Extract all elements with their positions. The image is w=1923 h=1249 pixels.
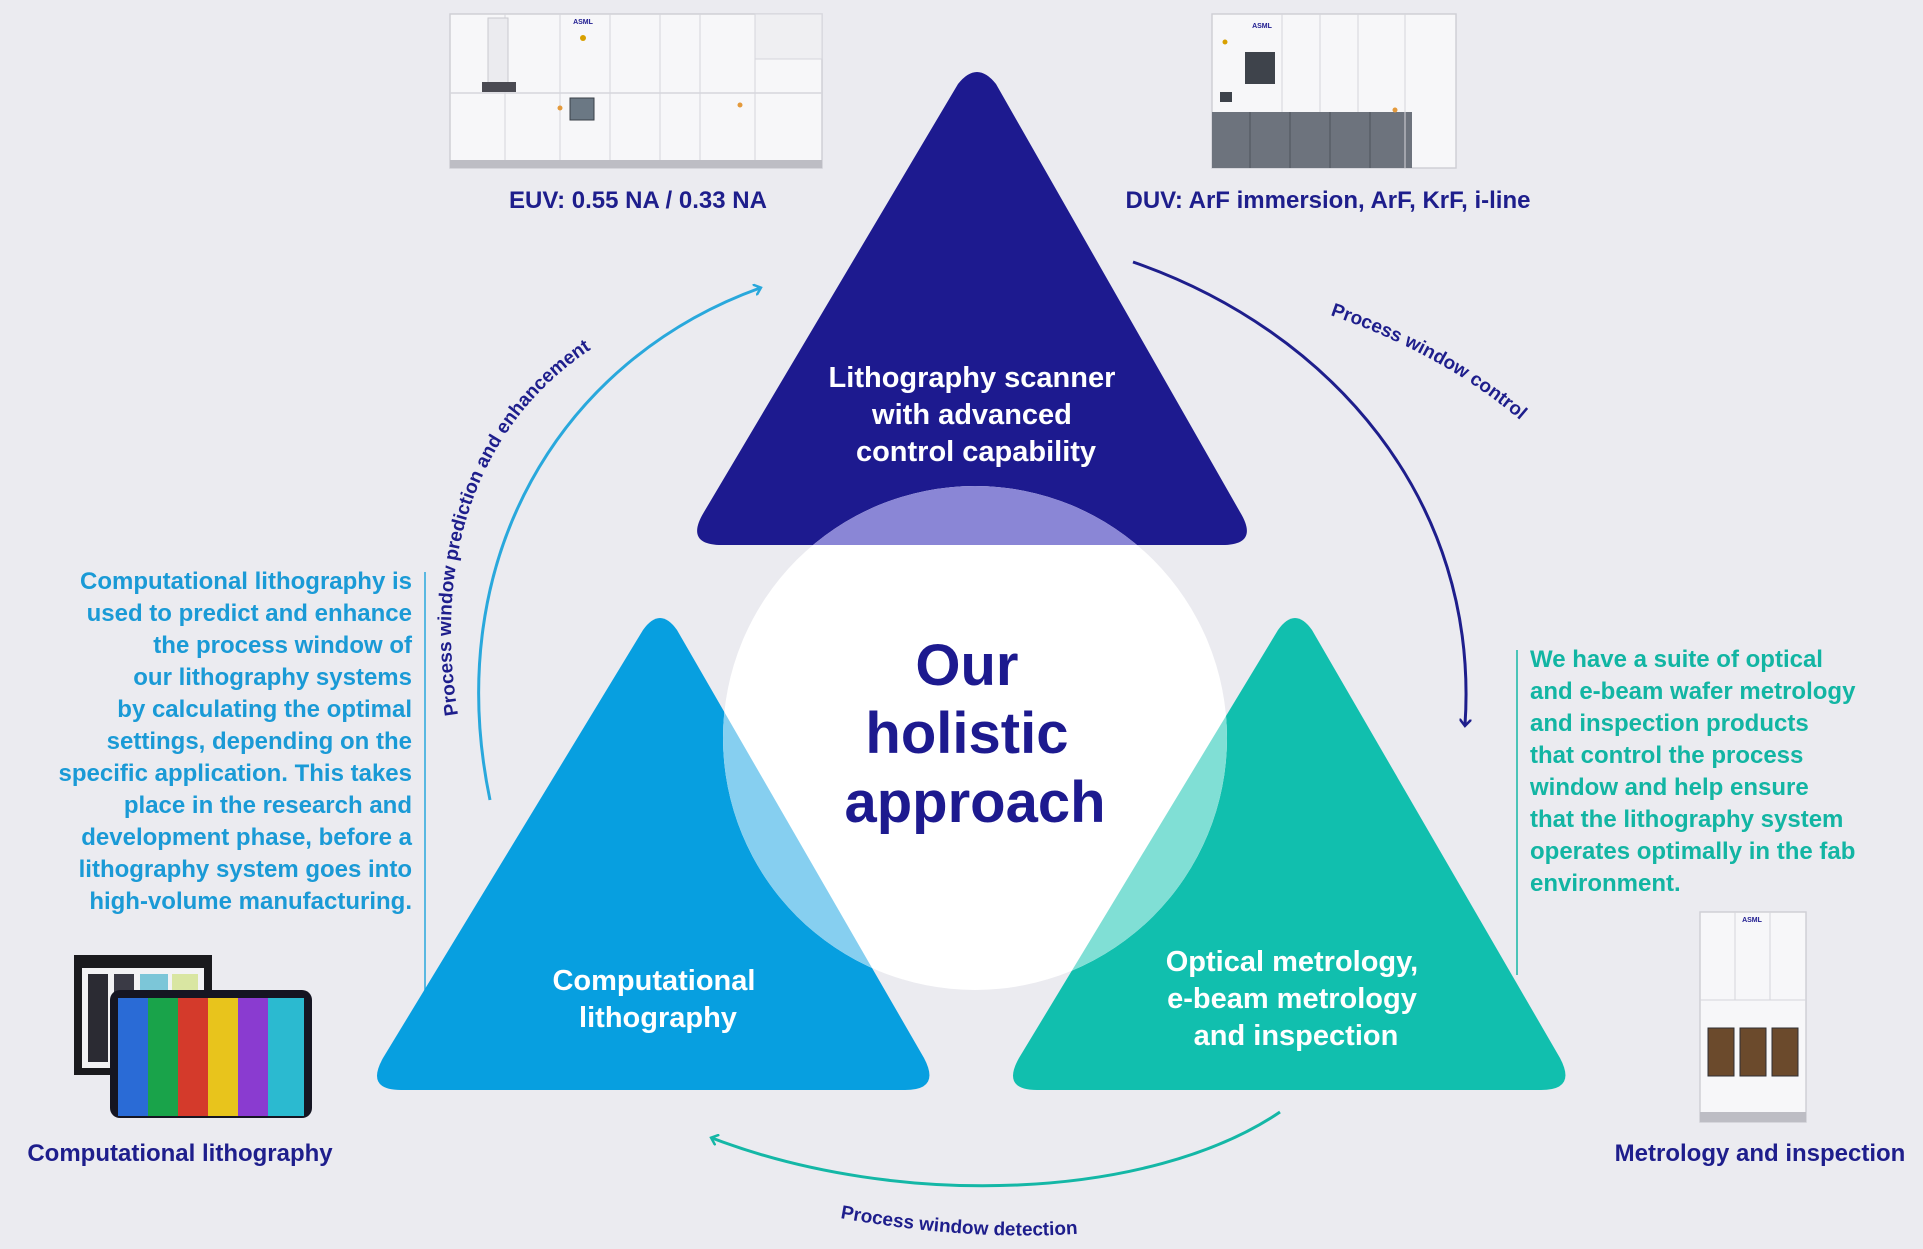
top-triangle-label-line2: with advanced — [871, 399, 1072, 431]
euv-product-label: EUV: 0.55 NA / 0.33 NA — [509, 187, 767, 214]
computational-screens-illustration — [74, 955, 312, 1118]
computational-product-label: Computational lithography — [27, 1140, 333, 1167]
metrology-brand-mark: ASML — [1742, 917, 1763, 924]
metrology-product-label: Metrology and inspection — [1615, 1140, 1906, 1167]
prediction-arrow — [477, 288, 760, 801]
computational-lithography-description: Computational lithography is used to pre… — [58, 568, 412, 915]
euv-machine-illustration: ASML — [449, 13, 823, 169]
metrology-inspection-triangle — [1013, 618, 1566, 1090]
top-triangle-label-line3: control capability — [856, 436, 1096, 468]
svg-text:Optical metrology, e-beam: Optical metrology, e-beam metrology and … — [1166, 946, 1427, 1052]
duv-product-label: DUV: ArF immersion, ArF, KrF, i-line — [1126, 187, 1531, 214]
left-triangle-label-line2: lithography — [579, 1002, 737, 1034]
metrology-machine-illustration: ASML — [1699, 911, 1807, 1123]
control-arrow-label: Process window control — [1328, 300, 1530, 424]
detection-arrow-label: Process window detection — [839, 1202, 1078, 1240]
euv-brand-mark: ASML — [573, 19, 594, 26]
center-title-line2: holistic — [865, 701, 1068, 766]
center-title-line3: approach — [844, 770, 1105, 835]
center-title-line1: Our — [915, 633, 1018, 698]
center-circle — [723, 486, 1227, 990]
detection-arrow — [712, 1110, 1281, 1188]
control-arrow — [1132, 260, 1466, 725]
top-triangle-label-line1: Lithography scanner — [829, 362, 1116, 394]
duv-machine-illustration: ASML — [1211, 13, 1457, 169]
svg-text:Our holistic approach: Our holistic approach — [844, 633, 1105, 835]
computational-lithography-triangle — [377, 618, 930, 1090]
right-triangle-label-line3: and inspection — [1194, 1020, 1399, 1052]
left-triangle-label-line1: Computational — [552, 965, 755, 997]
svg-text:Lithography scanner with a: Lithography scanner with advanced contro… — [829, 362, 1124, 468]
svg-text:Computational lithography: Computational lithography — [552, 965, 763, 1034]
lithography-scanner-triangle — [697, 72, 1247, 545]
prediction-arrow-label: Process window prediction and enhancemen… — [435, 335, 595, 717]
metrology-description: We have a suite of optical and e-beam wa… — [1530, 646, 1856, 897]
right-triangle-label-line1: Optical metrology, — [1166, 946, 1418, 978]
right-triangle-label-line2: e-beam metrology — [1167, 983, 1417, 1015]
duv-brand-mark: ASML — [1252, 23, 1273, 30]
